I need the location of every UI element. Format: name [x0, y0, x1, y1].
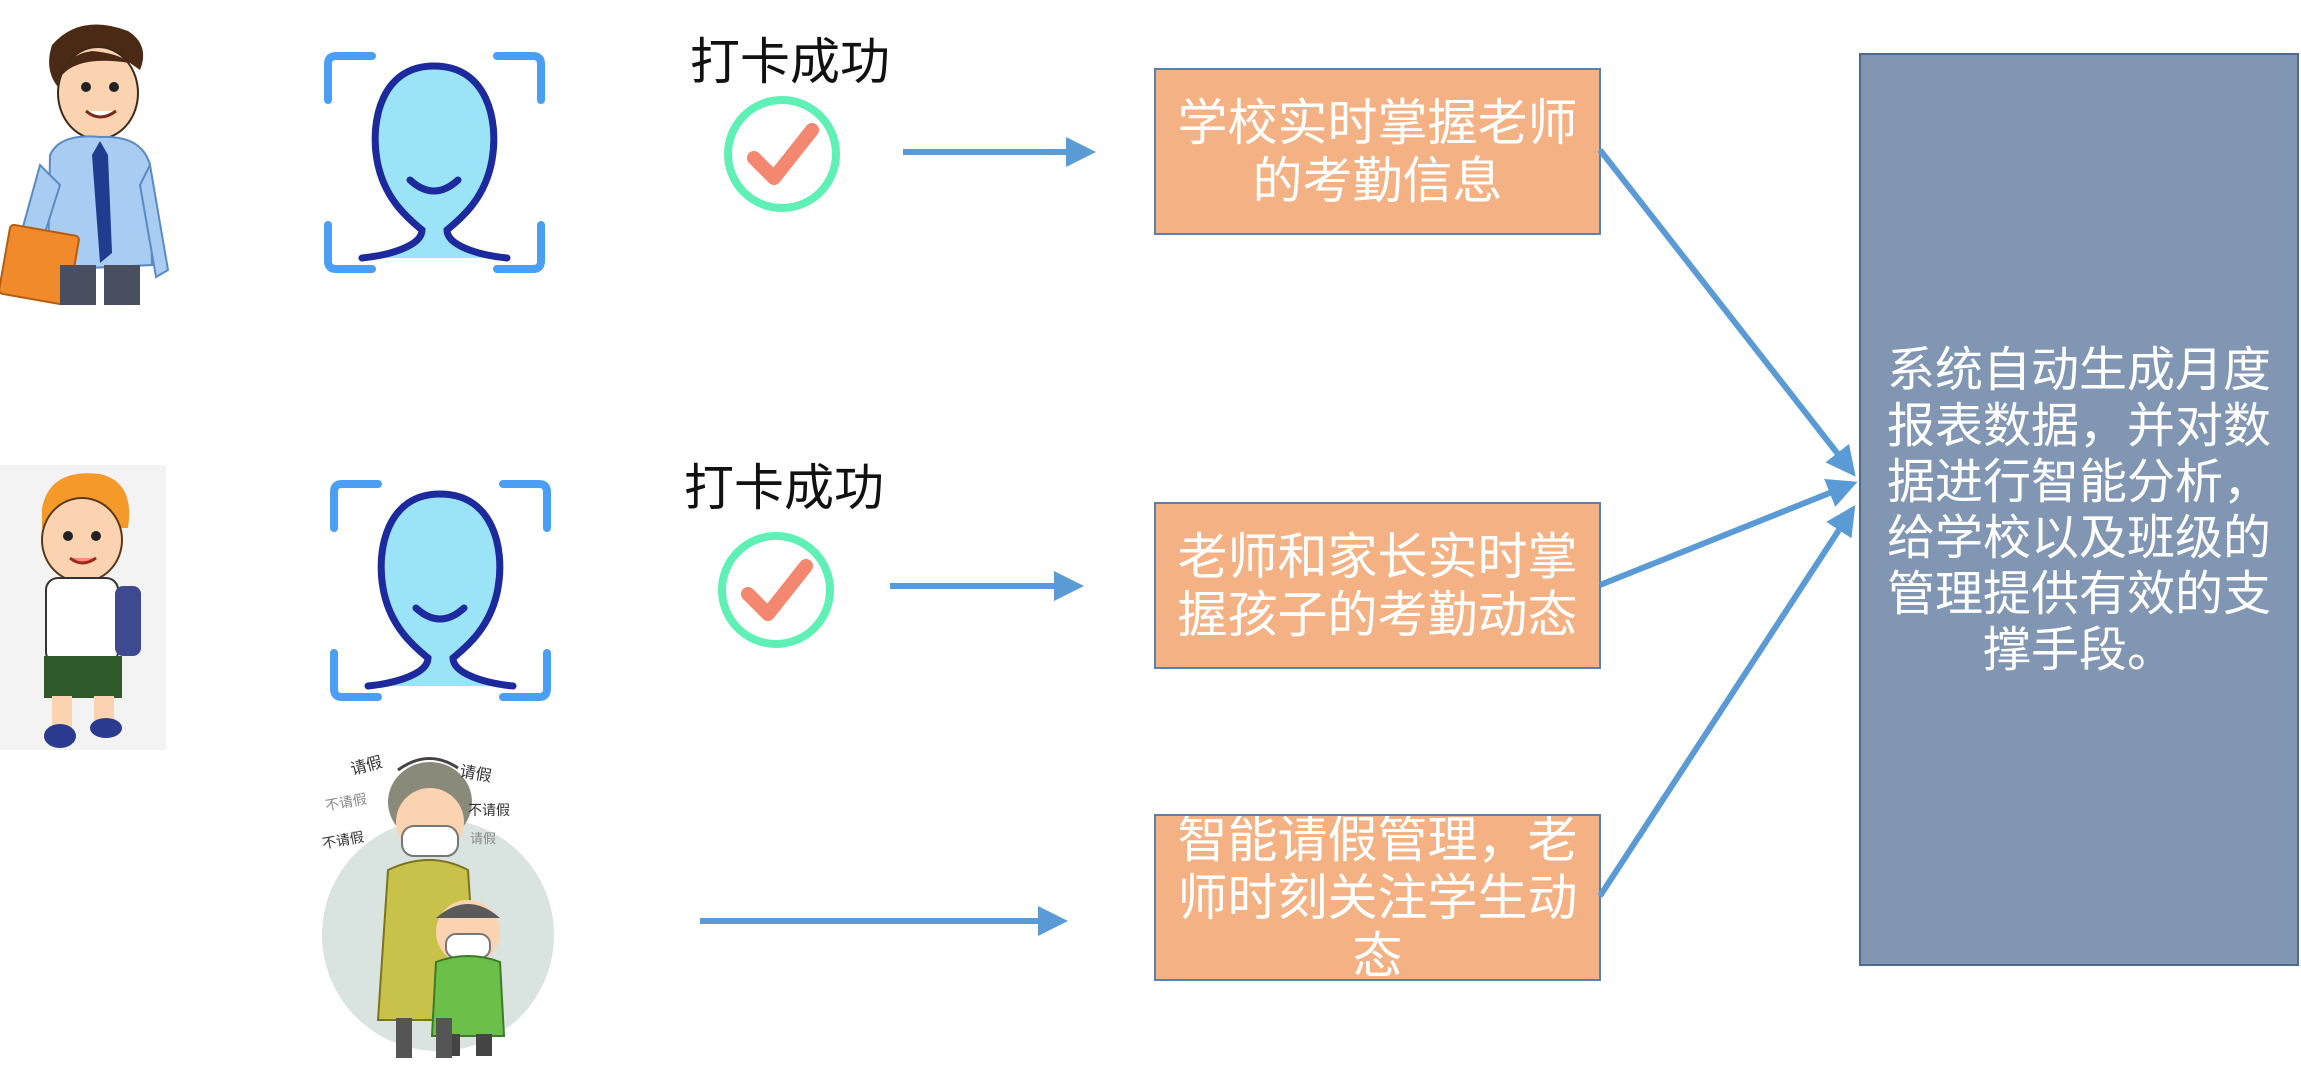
- result-box-text: 学校实时掌握老师的考勤信息: [1177, 93, 1578, 210]
- teacher-figure: [0, 24, 170, 305]
- face-scan-icon: [330, 480, 551, 701]
- arrow-box2-to-summary: [1598, 479, 1858, 588]
- arrow-box1-to-summary: [1597, 148, 1856, 477]
- result-box-teacher-attendance: 学校实时掌握老师的考勤信息: [1154, 68, 1601, 235]
- result-box-student-attendance: 老师和家长实时掌握孩子的考勤动态: [1154, 502, 1601, 669]
- summary-text: 系统自动生成月度报表数据，并对数据进行智能分析，给学校以及班级的管理提供有效的支…: [1886, 341, 2271, 678]
- summary-box: 系统自动生成月度报表数据，并对数据进行智能分析，给学校以及班级的管理提供有效的支…: [1859, 53, 2299, 966]
- arrow-box3-to-summary: [1597, 504, 1856, 898]
- check-circle-icon: [724, 96, 840, 212]
- parent-child-masked-figure: [322, 757, 554, 1058]
- check-circle-icon: [718, 532, 834, 648]
- face-scan-icon: [324, 52, 545, 273]
- checkin-success-label: 打卡成功: [684, 459, 884, 517]
- checkin-success-label: 打卡成功: [690, 33, 890, 91]
- result-box-text: 智能请假管理，老师时刻关注学生动态: [1177, 814, 1578, 981]
- student-figure: [41, 473, 141, 748]
- result-box-leave-management: 智能请假管理，老师时刻关注学生动态: [1154, 814, 1601, 981]
- leave-label: 请假: [470, 832, 497, 847]
- result-box-text: 老师和家长实时掌握孩子的考勤动态: [1177, 527, 1578, 644]
- leave-label: 不请假: [468, 803, 510, 819]
